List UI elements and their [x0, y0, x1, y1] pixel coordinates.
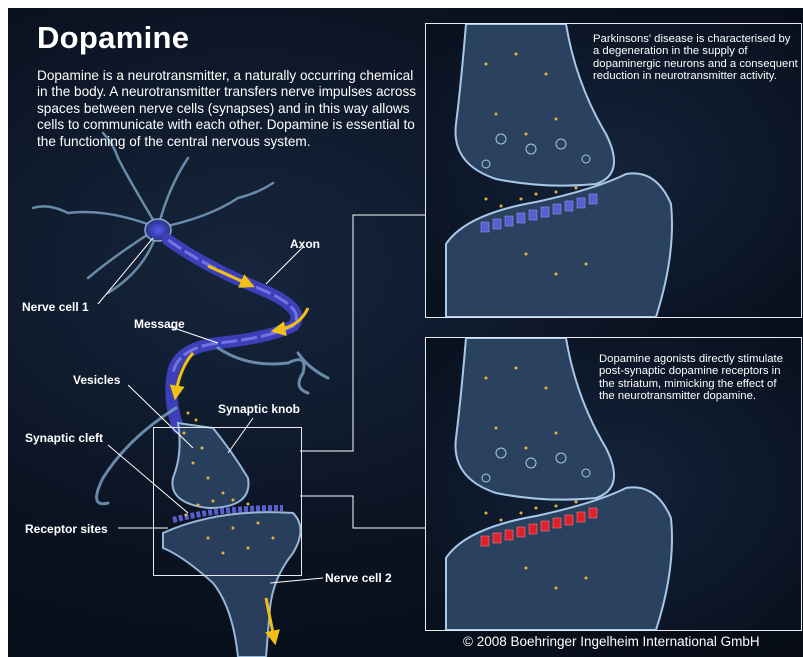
intro-text: Dopamine is a neurotransmitter, a natura…	[37, 68, 427, 150]
diagram-canvas: Dopamine Dopamine is a neurotransmitter,…	[8, 8, 803, 657]
zoom-region-box	[153, 427, 302, 576]
postsynaptic-cell	[446, 173, 672, 317]
label-vesicles: Vesicles	[73, 373, 120, 387]
label-axon: Axon	[290, 237, 320, 251]
presynaptic-terminal	[456, 338, 615, 500]
label-nerve-cell-1: Nerve cell 1	[22, 300, 89, 314]
label-receptor-sites: Receptor sites	[25, 522, 108, 536]
agonist-panel: Dopamine agonists directly stimulate pos…	[425, 337, 802, 631]
agonist-caption: Dopamine agonists directly stimulate pos…	[599, 353, 789, 403]
page-title: Dopamine	[37, 20, 189, 56]
label-synaptic-knob: Synaptic knob	[218, 402, 300, 416]
label-message: Message	[134, 317, 185, 331]
label-synaptic-cleft: Synaptic cleft	[25, 431, 103, 445]
nerve-cell-1-dendrites	[33, 133, 273, 293]
axon	[168, 240, 296, 428]
parkinsons-caption: Parkinsons' disease is characterised by …	[593, 33, 798, 83]
label-nerve-cell-2: Nerve cell 2	[325, 571, 392, 585]
copyright-notice: © 2008 Boehringer Ingelheim Internationa…	[463, 634, 760, 649]
presynaptic-terminal	[456, 24, 615, 186]
postsynaptic-cell	[446, 487, 672, 630]
parkinsons-panel: Parkinsons' disease is characterised by …	[425, 23, 802, 318]
